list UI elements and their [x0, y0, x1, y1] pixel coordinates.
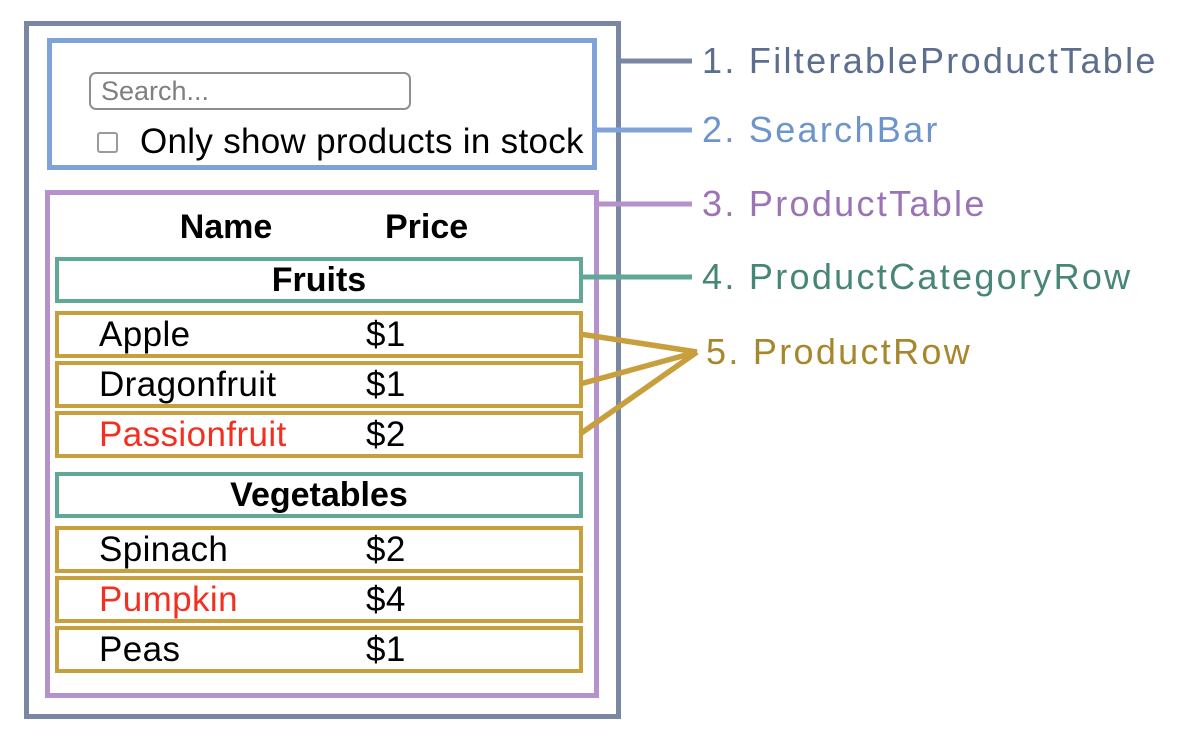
product-row-passionfruit: Passionfruit $2: [55, 411, 583, 458]
product-price: $2: [366, 530, 406, 569]
search-input[interactable]: [89, 72, 411, 110]
column-header-name: Name: [179, 207, 273, 246]
legend-filterable-product-table: 1. FilterableProductTable: [702, 40, 1158, 81]
product-price: $1: [366, 315, 406, 354]
stock-filter-row: Only show products in stock: [97, 120, 584, 164]
product-name: Spinach: [99, 530, 229, 569]
category-label: Vegetables: [230, 475, 408, 514]
category-row-fruits: Fruits: [55, 257, 583, 303]
legend-product-row: 5. ProductRow: [706, 331, 973, 372]
product-price: $1: [366, 630, 406, 669]
product-row-spinach: Spinach $2: [55, 526, 583, 573]
legend-product-table: 3. ProductTable: [702, 183, 987, 224]
in-stock-checkbox[interactable]: [97, 131, 118, 153]
product-row-pumpkin: Pumpkin $4: [55, 576, 583, 623]
product-name-out-of-stock: Passionfruit: [99, 415, 287, 454]
product-name: Peas: [99, 630, 181, 669]
category-label: Fruits: [271, 260, 367, 299]
product-price: $2: [366, 415, 406, 454]
product-row-dragonfruit: Dragonfruit $1: [55, 361, 583, 408]
table-header-row: Name Price: [59, 203, 579, 251]
product-price: $4: [366, 580, 406, 619]
product-row-peas: Peas $1: [55, 626, 583, 673]
legend-search-bar: 2. SearchBar: [702, 109, 940, 150]
search-bar-box: Only show products in stock: [47, 38, 597, 170]
product-row-apple: Apple $1: [55, 311, 583, 358]
legend-product-category-row: 4. ProductCategoryRow: [702, 256, 1133, 297]
product-table-box: Name Price Fruits Apple $1 Dragonfruit $…: [45, 190, 599, 698]
category-row-vegetables: Vegetables: [55, 472, 583, 518]
product-name: Apple: [99, 315, 191, 354]
product-name: Dragonfruit: [99, 365, 277, 404]
column-header-price: Price: [385, 207, 469, 246]
product-name-out-of-stock: Pumpkin: [99, 580, 238, 619]
product-price: $1: [366, 365, 406, 404]
in-stock-checkbox-label: Only show products in stock: [140, 122, 584, 161]
